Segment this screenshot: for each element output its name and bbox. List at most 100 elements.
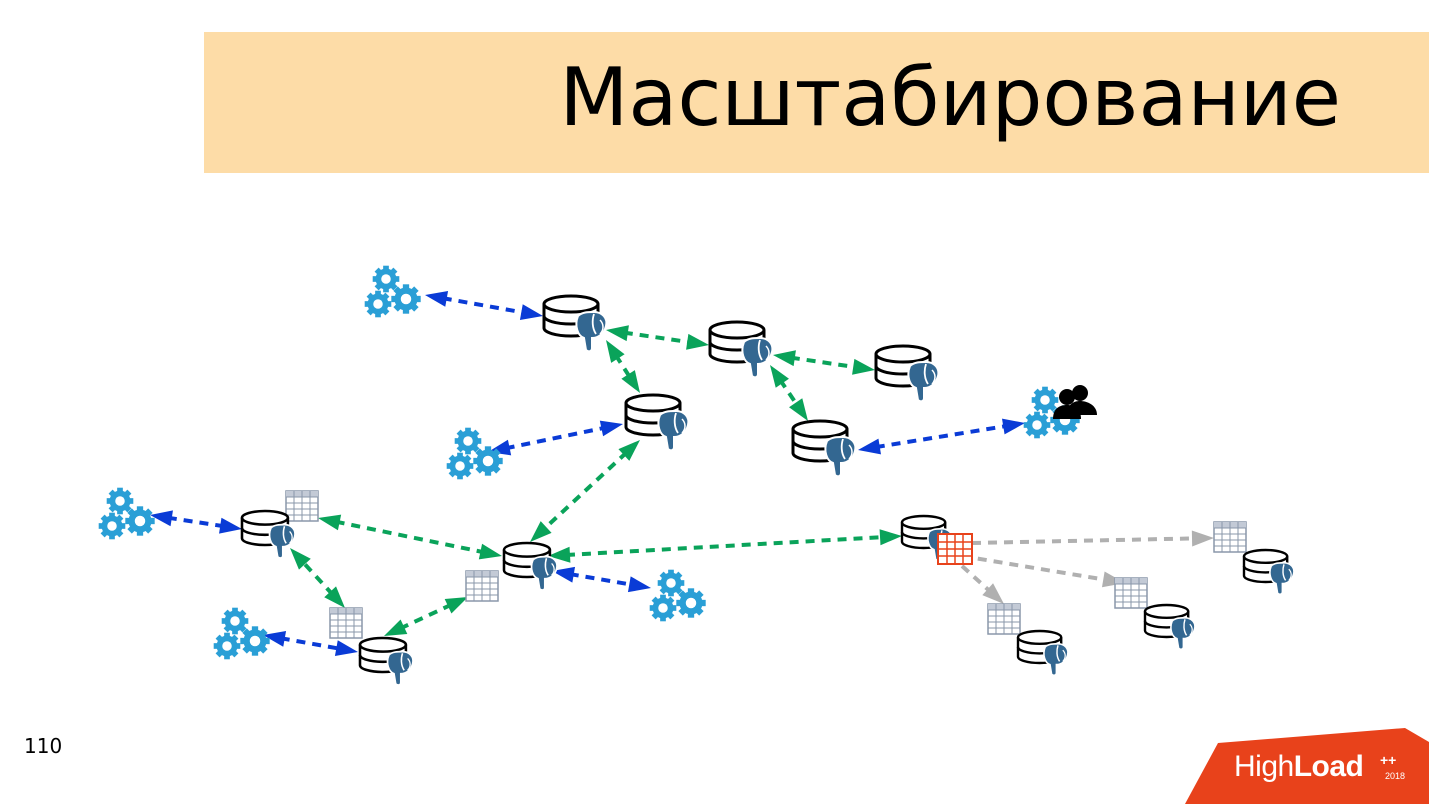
edge-db4-db7	[530, 440, 640, 542]
edge-line	[300, 559, 335, 597]
arrowhead	[444, 597, 468, 614]
highload-logo-text: HighLoad	[1234, 750, 1364, 783]
arrowhead	[334, 640, 358, 656]
highload-logo-shape	[1185, 728, 1429, 804]
table-icon	[1114, 577, 1148, 609]
edge-db2-db3	[773, 350, 875, 375]
table-icon	[285, 490, 319, 522]
arrowhead	[478, 543, 502, 560]
arrowhead	[1002, 418, 1025, 435]
arrowhead	[263, 631, 287, 647]
edge-db7-app5	[552, 566, 651, 593]
table-icon	[465, 570, 499, 602]
table-icon	[987, 603, 1021, 635]
edge-db9-db10	[971, 530, 1214, 547]
arrowhead	[852, 358, 875, 375]
arrowhead	[621, 370, 640, 393]
edge-line	[565, 535, 885, 557]
app-gears-icon	[365, 266, 421, 318]
edge-line	[971, 536, 1197, 545]
arrowhead	[324, 586, 345, 608]
postgres-db-icon	[708, 320, 774, 379]
sharded-table-icon	[937, 533, 973, 565]
edge-app1-db1	[425, 290, 543, 321]
table-icon	[329, 607, 363, 639]
arrowhead	[982, 583, 1004, 604]
arrowhead	[1191, 530, 1214, 547]
postgres-db-with-table	[1213, 521, 1296, 596]
edge-line	[623, 330, 692, 345]
arrowhead	[290, 548, 311, 570]
arrowhead	[618, 440, 640, 461]
edge-db9-db11	[961, 554, 1125, 588]
edge-line	[541, 450, 629, 532]
arrowhead	[552, 566, 576, 583]
postgres-db-icon	[874, 344, 940, 403]
edge-line	[961, 554, 1108, 583]
postgres-db-with-table	[240, 490, 319, 560]
logo-text-bold: Load	[1293, 750, 1364, 783]
app-gears-icon	[650, 570, 706, 622]
postgres-db-icon	[791, 419, 857, 478]
app-gears-icon	[447, 428, 503, 480]
postgres-db-icon	[358, 636, 415, 687]
arrowhead	[770, 365, 789, 388]
arrowhead	[150, 510, 173, 527]
edge-db9-db12	[960, 564, 1004, 604]
postgres-db-with-sharded-table	[900, 514, 973, 565]
arrowhead	[219, 517, 242, 534]
edge-db2-db5	[770, 365, 808, 421]
arrowhead	[530, 521, 552, 542]
edge-db1-db2	[606, 325, 709, 350]
connection-edges	[150, 290, 1214, 656]
edge-line	[335, 519, 485, 555]
edge-line	[442, 296, 526, 315]
app-gears-users-icon	[1024, 385, 1097, 438]
app-gears-icon	[214, 608, 270, 660]
logo-superscript: ++	[1380, 752, 1397, 768]
arrowhead	[789, 398, 808, 421]
title-band	[204, 32, 1429, 173]
edge-app2-db4	[488, 420, 623, 456]
arrowhead	[599, 420, 623, 437]
edge-line	[790, 355, 858, 370]
slide-title: Масштабирование	[559, 51, 1341, 144]
edge-line	[167, 515, 225, 529]
postgres-db-icon	[1242, 548, 1296, 596]
edge-line	[505, 425, 606, 451]
postgres-db-icon	[502, 541, 559, 592]
edge-db8-db6	[290, 548, 345, 608]
edge-app3-db6	[150, 510, 242, 534]
logo-year: 2018	[1385, 771, 1406, 781]
edge-line	[399, 602, 453, 631]
postgres-db-with-table	[987, 603, 1070, 677]
edge-line	[875, 423, 1008, 450]
edge-db6-db7	[318, 514, 502, 560]
arrowhead	[384, 619, 408, 636]
postgres-db-icon	[542, 294, 608, 353]
postgres-db-icon	[1016, 629, 1070, 677]
edge-line	[280, 636, 341, 651]
arrowhead	[879, 529, 902, 546]
edge-db7-db9	[548, 529, 902, 563]
arrowhead	[318, 514, 342, 531]
arrowhead	[606, 325, 629, 342]
app-gears-icon	[99, 488, 155, 540]
edge-line	[569, 572, 634, 587]
edge-db5-app6	[858, 418, 1025, 455]
arrowhead	[686, 333, 709, 350]
arrowhead	[548, 546, 571, 563]
table-icon	[1213, 521, 1247, 553]
arrowhead	[606, 340, 625, 363]
logo-text-light: High	[1234, 750, 1294, 783]
postgres-db-with-table	[1114, 577, 1197, 651]
edge-line	[960, 564, 992, 594]
edge-db1-db4	[606, 340, 640, 393]
edge-line	[778, 378, 800, 408]
users-icon	[1053, 385, 1097, 419]
postgres-db-icon	[240, 509, 297, 560]
arrowhead	[858, 438, 881, 455]
arrowhead	[519, 304, 543, 321]
edge-db7-db8	[384, 597, 468, 636]
